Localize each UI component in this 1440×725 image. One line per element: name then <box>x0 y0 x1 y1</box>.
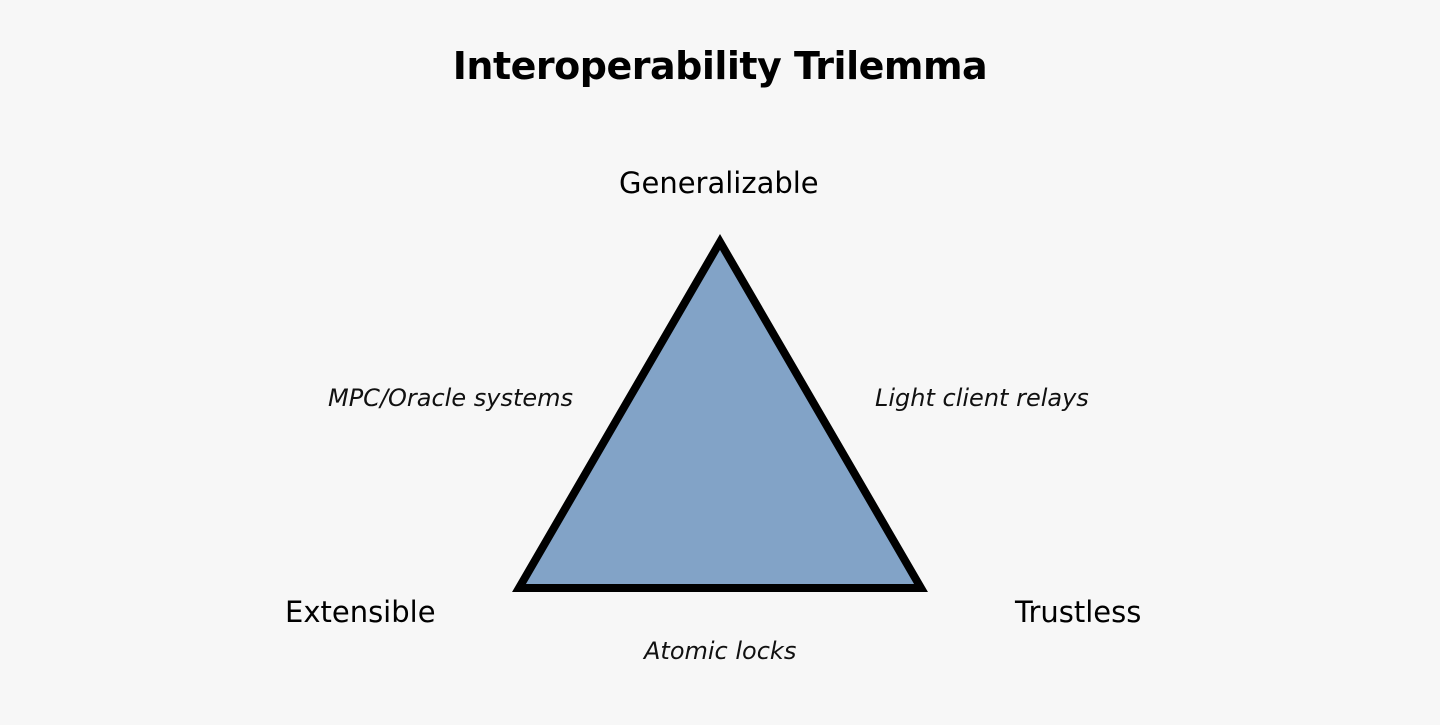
edge-label-atomic-locks: Atomic locks <box>644 637 797 665</box>
vertex-label-extensible: Extensible <box>285 595 436 629</box>
vertex-label-generalizable: Generalizable <box>619 166 819 200</box>
edge-label-light-client: Light client relays <box>875 384 1089 412</box>
vertex-label-trustless: Trustless <box>1015 595 1142 629</box>
diagram-title: Interoperability Trilemma <box>452 44 988 88</box>
edge-label-mpc-oracle: MPC/Oracle systems <box>328 384 574 412</box>
